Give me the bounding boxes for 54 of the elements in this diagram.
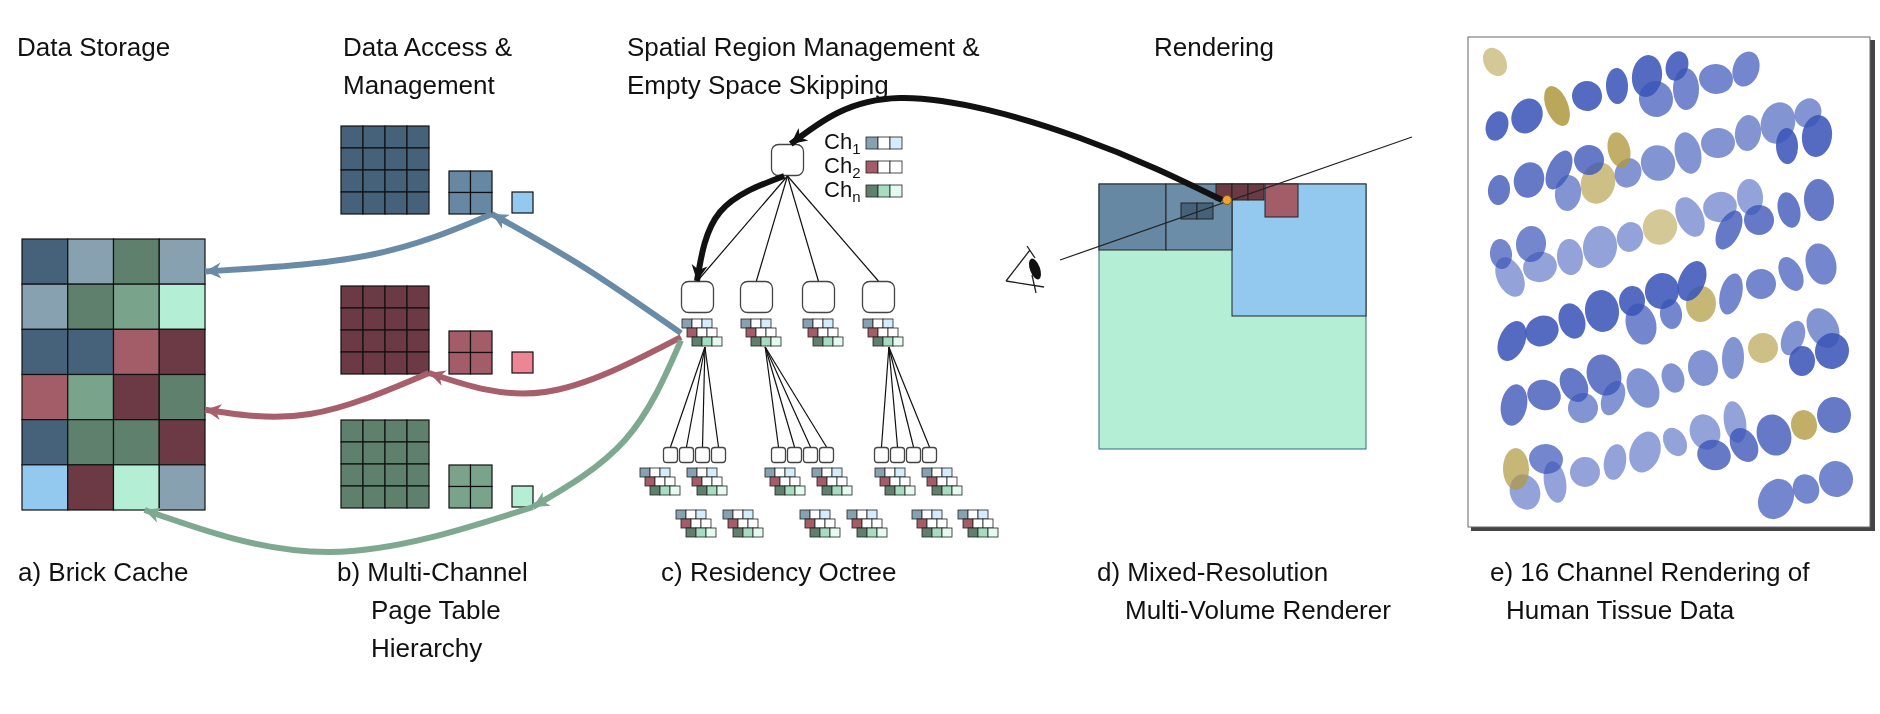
arrow (531, 339, 684, 510)
tree-line (888, 346, 899, 448)
tree-line (669, 346, 706, 448)
octree-leaf-node (890, 447, 905, 463)
octree-leaf-node (771, 447, 786, 463)
tree-line (704, 346, 720, 448)
panel-caption: e) 16 Channel Rendering of Human Tissue Data (1490, 556, 1811, 627)
panel-caption: b) Multi-Channel Page Table Hierarchy (337, 556, 529, 665)
tree-line (786, 175, 819, 282)
octree-node (862, 281, 904, 347)
octree-node (740, 281, 782, 347)
page-table-grid (341, 286, 429, 373)
page-table-grid (449, 331, 492, 374)
octree-leaf-node (711, 447, 726, 463)
octree-leaf-node (679, 447, 694, 463)
tree-line (764, 346, 796, 448)
section-heading: Rendering (1154, 31, 1275, 64)
octree-node (802, 281, 844, 347)
arrow (490, 211, 683, 336)
tree-line (755, 175, 789, 282)
octree-leaf-node (819, 447, 834, 463)
section-heading: Data Storage (17, 31, 172, 64)
octree-leaf-node (803, 447, 818, 463)
arrow (143, 504, 534, 555)
tree-line (764, 346, 828, 448)
octree-node (681, 281, 723, 347)
tree-line (701, 346, 706, 448)
page-table-grid (449, 171, 492, 214)
panel-caption: d) Mixed-Resolution Multi-Volume Renderer (1097, 556, 1392, 627)
octree-leaf-node (922, 447, 937, 463)
section-heading: Spatial Region Management & Empty Space Skipping (627, 31, 981, 102)
octree-leaf-node (906, 447, 921, 463)
page-table-grid (341, 420, 429, 507)
section-heading: Data Access & Management (343, 31, 514, 102)
sample-point (1222, 195, 1232, 205)
octree-leaf-node (787, 447, 802, 463)
arrow (204, 370, 431, 421)
arrow (788, 95, 1224, 203)
octree-node (771, 144, 804, 176)
page-table-grid (449, 465, 492, 508)
arrow (428, 334, 683, 397)
brick-cache-grid (22, 239, 205, 510)
arrow (204, 211, 494, 279)
octree-leaf-node (695, 447, 710, 463)
octree-leaf-node (663, 447, 678, 463)
tree-line (786, 175, 879, 282)
page-table-grid (512, 352, 533, 373)
octree-leaf-node (874, 447, 889, 463)
panel-caption: a) Brick Cache (18, 556, 190, 589)
panel-caption: c) Residency Octree (661, 556, 898, 589)
page-table-grid (512, 192, 533, 213)
tree-line (888, 346, 931, 448)
page-table-grid (341, 126, 429, 213)
page-table-grid (512, 486, 533, 507)
